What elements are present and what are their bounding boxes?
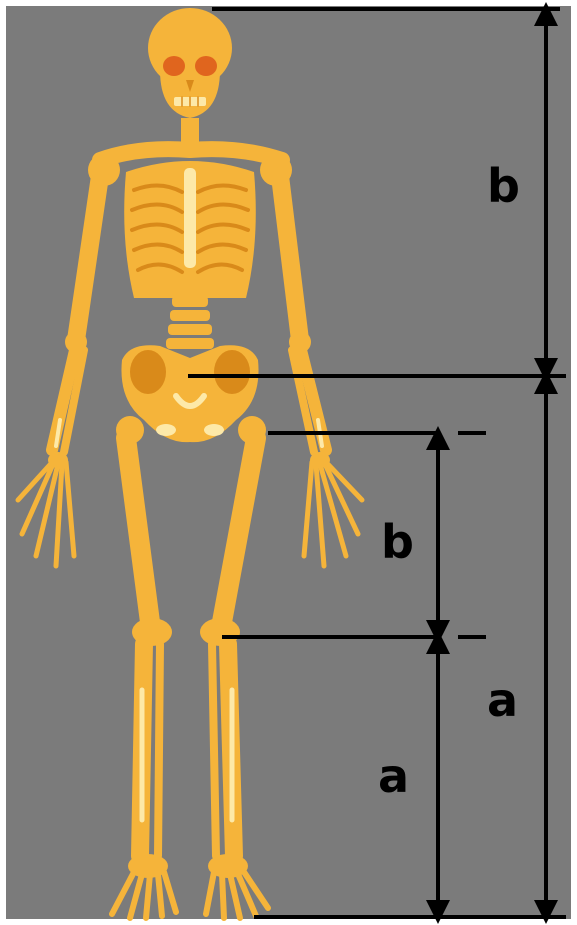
sternum <box>184 168 196 268</box>
rib-cage <box>124 161 256 298</box>
upper-body-label: b <box>487 159 520 213</box>
thigh-label: b <box>381 515 414 569</box>
right-eye-socket <box>195 56 217 76</box>
gray-background <box>6 6 571 919</box>
shin-label: a <box>378 749 409 803</box>
left-eye-socket <box>163 56 185 76</box>
lower-body-label: a <box>487 673 518 727</box>
